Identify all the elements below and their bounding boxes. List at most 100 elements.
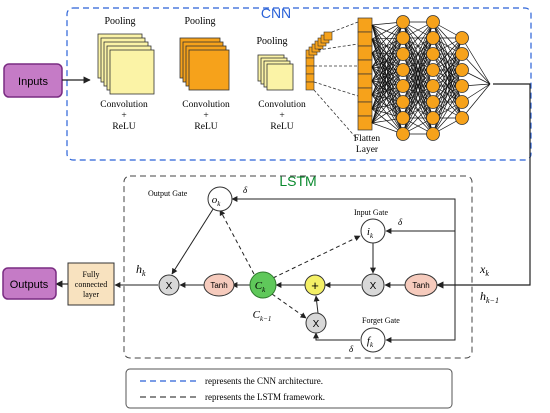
plus-label-1: +	[121, 111, 126, 121]
neuron	[426, 63, 440, 77]
dense-edge	[371, 21, 404, 82]
lstm-title: LSTM	[279, 173, 316, 189]
dense-edge	[402, 21, 434, 55]
neuron	[426, 79, 440, 93]
neuron	[455, 95, 469, 109]
neuron	[396, 79, 410, 93]
legend-cnn-text: represents the CNN architecture.	[205, 376, 323, 386]
dense-edge	[432, 37, 463, 71]
forget-gate-label: Forget Gate	[362, 316, 400, 325]
lstm-peephole-lines	[219, 209, 361, 319]
dense-edge	[371, 80, 404, 119]
dense-edge	[432, 101, 463, 135]
conv-stack-3	[257, 54, 294, 91]
conv-stack-1	[97, 33, 155, 95]
relu-label-1: ReLU	[112, 122, 135, 132]
plus-label-2: +	[203, 111, 208, 121]
dense-edge	[461, 83, 491, 119]
fully-connected-layer	[67, 262, 115, 306]
neuron	[396, 15, 410, 29]
previous-hidden-label: hk−1	[480, 289, 499, 305]
dense-edge	[461, 37, 491, 85]
dense-edge	[432, 37, 463, 87]
cnn-title: CNN	[261, 5, 291, 21]
dense-edge	[371, 69, 404, 110]
outputs-label: Outputs	[10, 279, 49, 291]
pooling-label-3: Pooling	[256, 36, 287, 47]
dense-edge	[371, 53, 404, 96]
forget-gate-node	[360, 327, 386, 353]
relu-label-2: ReLU	[194, 122, 217, 132]
fc-label-line2: connected	[75, 280, 107, 289]
neuron	[426, 111, 440, 125]
outputs-node	[2, 267, 57, 300]
dense-edge	[371, 52, 404, 119]
neuron	[426, 31, 440, 45]
dense-edge	[432, 69, 463, 135]
forget-gate-delta: δ	[349, 344, 354, 354]
neuron	[396, 127, 410, 141]
conv-stack-2	[179, 37, 230, 91]
neuron	[426, 127, 440, 141]
pooling-label-2: Pooling	[184, 16, 215, 27]
output-gate-label: Output Gate	[148, 189, 188, 198]
dense-edge	[371, 66, 404, 119]
lstm-boundary	[123, 175, 473, 359]
neuron	[455, 111, 469, 125]
forget-multiply-symbol: X	[313, 319, 320, 330]
forget-multiply-node	[305, 312, 327, 334]
cell-state-node	[249, 271, 277, 299]
neuron	[455, 63, 469, 77]
cell-state-symbol: Ck	[255, 280, 266, 294]
neuron	[455, 47, 469, 61]
dense-edge	[371, 66, 404, 103]
dense-edge	[371, 80, 404, 135]
fc-label-line3: layer	[83, 290, 99, 299]
dense-edge	[371, 69, 404, 124]
forget-gate-symbol: fk	[367, 335, 374, 349]
conv-label-2: Convolution	[182, 100, 230, 110]
input-gate-symbol: ik	[367, 226, 374, 240]
dense-edge	[371, 52, 404, 87]
dense-edge	[371, 37, 404, 68]
dense-edge	[402, 85, 434, 135]
output-multiply-node	[158, 274, 180, 296]
dense-edge	[371, 85, 404, 124]
dense-edge	[371, 66, 404, 135]
neuron	[396, 31, 410, 45]
hidden-state-label: hk	[136, 262, 146, 278]
input-multiply-symbol: X	[370, 281, 377, 292]
output-gate-delta: δ	[243, 185, 248, 195]
relu-label-3: ReLU	[270, 122, 293, 132]
neuron	[396, 47, 410, 61]
output-tanh-node	[203, 273, 235, 297]
input-gate-delta: δ	[398, 217, 403, 227]
fc-label-line1: Fully	[83, 270, 100, 279]
cnn-to-lstm-connector	[436, 83, 531, 289]
neuron	[455, 31, 469, 45]
input-multiply-node	[361, 273, 385, 297]
dense-edge	[371, 38, 404, 103]
input-x-label: xk	[479, 262, 489, 278]
dense-edge	[371, 94, 404, 135]
dense-edge	[432, 85, 463, 135]
input-tanh-node	[404, 273, 438, 297]
neuron	[426, 47, 440, 61]
neuron	[396, 63, 410, 77]
dense-edge	[432, 37, 463, 103]
neuron	[396, 95, 410, 109]
conv-label-3: Convolution	[258, 100, 306, 110]
dense-edge	[371, 37, 404, 82]
input-gate-node	[360, 218, 386, 244]
dense-neurons	[396, 15, 469, 141]
dense-edge	[402, 21, 434, 71]
cell-add-node	[304, 274, 326, 296]
input-gate-label: Input Gate	[354, 208, 388, 217]
inputs-label: Inputs	[18, 76, 48, 88]
output-gate-node	[207, 186, 233, 212]
output-gate-symbol: ok	[212, 194, 222, 208]
dense-edge	[402, 101, 434, 135]
conv-label-1: Convolution	[100, 100, 148, 110]
neuron	[426, 15, 440, 29]
